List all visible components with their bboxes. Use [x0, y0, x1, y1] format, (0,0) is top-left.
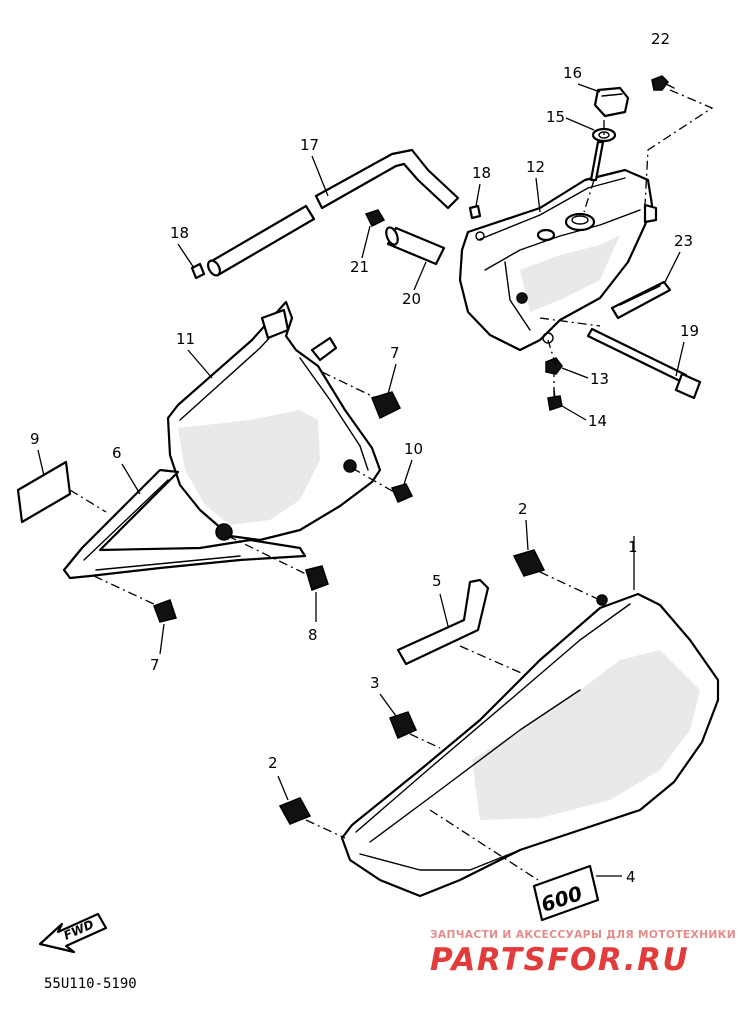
callout-7-upper: 7 — [390, 344, 400, 362]
callout-20: 20 — [402, 290, 421, 308]
callout-4: 4 — [626, 868, 636, 886]
callout-8: 8 — [308, 626, 318, 644]
breather-hose-17 — [207, 148, 460, 277]
callout-10: 10 — [404, 440, 423, 458]
callout-23: 23 — [674, 232, 693, 250]
callouts: 22 16 15 17 18 12 18 21 23 20 19 11 7 13… — [30, 30, 699, 886]
right-side-cover — [340, 592, 720, 898]
bolt-22 — [651, 75, 675, 91]
label-9 — [16, 460, 72, 524]
callout-15: 15 — [546, 108, 565, 126]
panel-6 — [62, 468, 307, 580]
grommet-2-upper — [512, 549, 546, 577]
callout-2-lower: 2 — [268, 754, 278, 772]
hose-clip-18-left — [190, 262, 206, 280]
grommet-7-lower — [153, 599, 177, 623]
grommet-21 — [364, 209, 386, 228]
grommet-8 — [305, 565, 329, 591]
callout-16: 16 — [563, 64, 582, 82]
callout-22: 22 — [651, 30, 670, 48]
callout-18-right: 18 — [472, 164, 491, 182]
callout-7-lower: 7 — [150, 656, 160, 674]
callout-17: 17 — [300, 136, 319, 154]
callout-13: 13 — [590, 370, 609, 388]
emblem-4: 600 — [532, 864, 600, 922]
watermark-tagline: ЗАПЧАСТИ И АКСЕССУАРЫ ДЛЯ МОТОТЕХНИКИ — [430, 928, 736, 941]
callout-6: 6 — [112, 444, 122, 462]
left-side-cover — [166, 300, 382, 542]
bolt-14 — [547, 389, 563, 411]
grommet-2-lower — [278, 797, 312, 825]
watermark-logo: PARTSFOR.RU — [430, 942, 689, 978]
callout-3: 3 — [370, 674, 380, 692]
callout-1: 1 — [628, 538, 638, 556]
callout-11: 11 — [176, 330, 195, 348]
bracket-23 — [610, 280, 672, 320]
bar-5 — [396, 578, 490, 666]
grommet-7-upper — [370, 391, 402, 420]
forward-arrow-icon: FWD — [38, 912, 108, 954]
callout-19: 19 — [680, 322, 699, 340]
callout-12: 12 — [526, 158, 545, 176]
callout-9: 9 — [30, 430, 40, 448]
hose-clip-18-right — [468, 204, 482, 220]
callout-5: 5 — [432, 572, 442, 590]
oil-filler-cap — [589, 86, 630, 182]
callout-21: 21 — [350, 258, 369, 276]
callout-18-left: 18 — [170, 224, 189, 242]
assembly-lines — [69, 89, 714, 881]
drawing-code: 55U110-5190 — [44, 976, 137, 992]
grommet-3 — [389, 711, 417, 740]
watermark: ЗАПЧАСТИ И АКСЕССУАРЫ ДЛЯ МОТОТЕХНИКИ PA… — [430, 928, 736, 978]
callout-14: 14 — [588, 412, 607, 430]
hose-20 — [385, 226, 446, 266]
long-bolt-19 — [586, 327, 702, 400]
oil-tank — [458, 168, 658, 352]
grommet-10 — [390, 483, 414, 503]
callout-2-upper: 2 — [518, 500, 528, 518]
